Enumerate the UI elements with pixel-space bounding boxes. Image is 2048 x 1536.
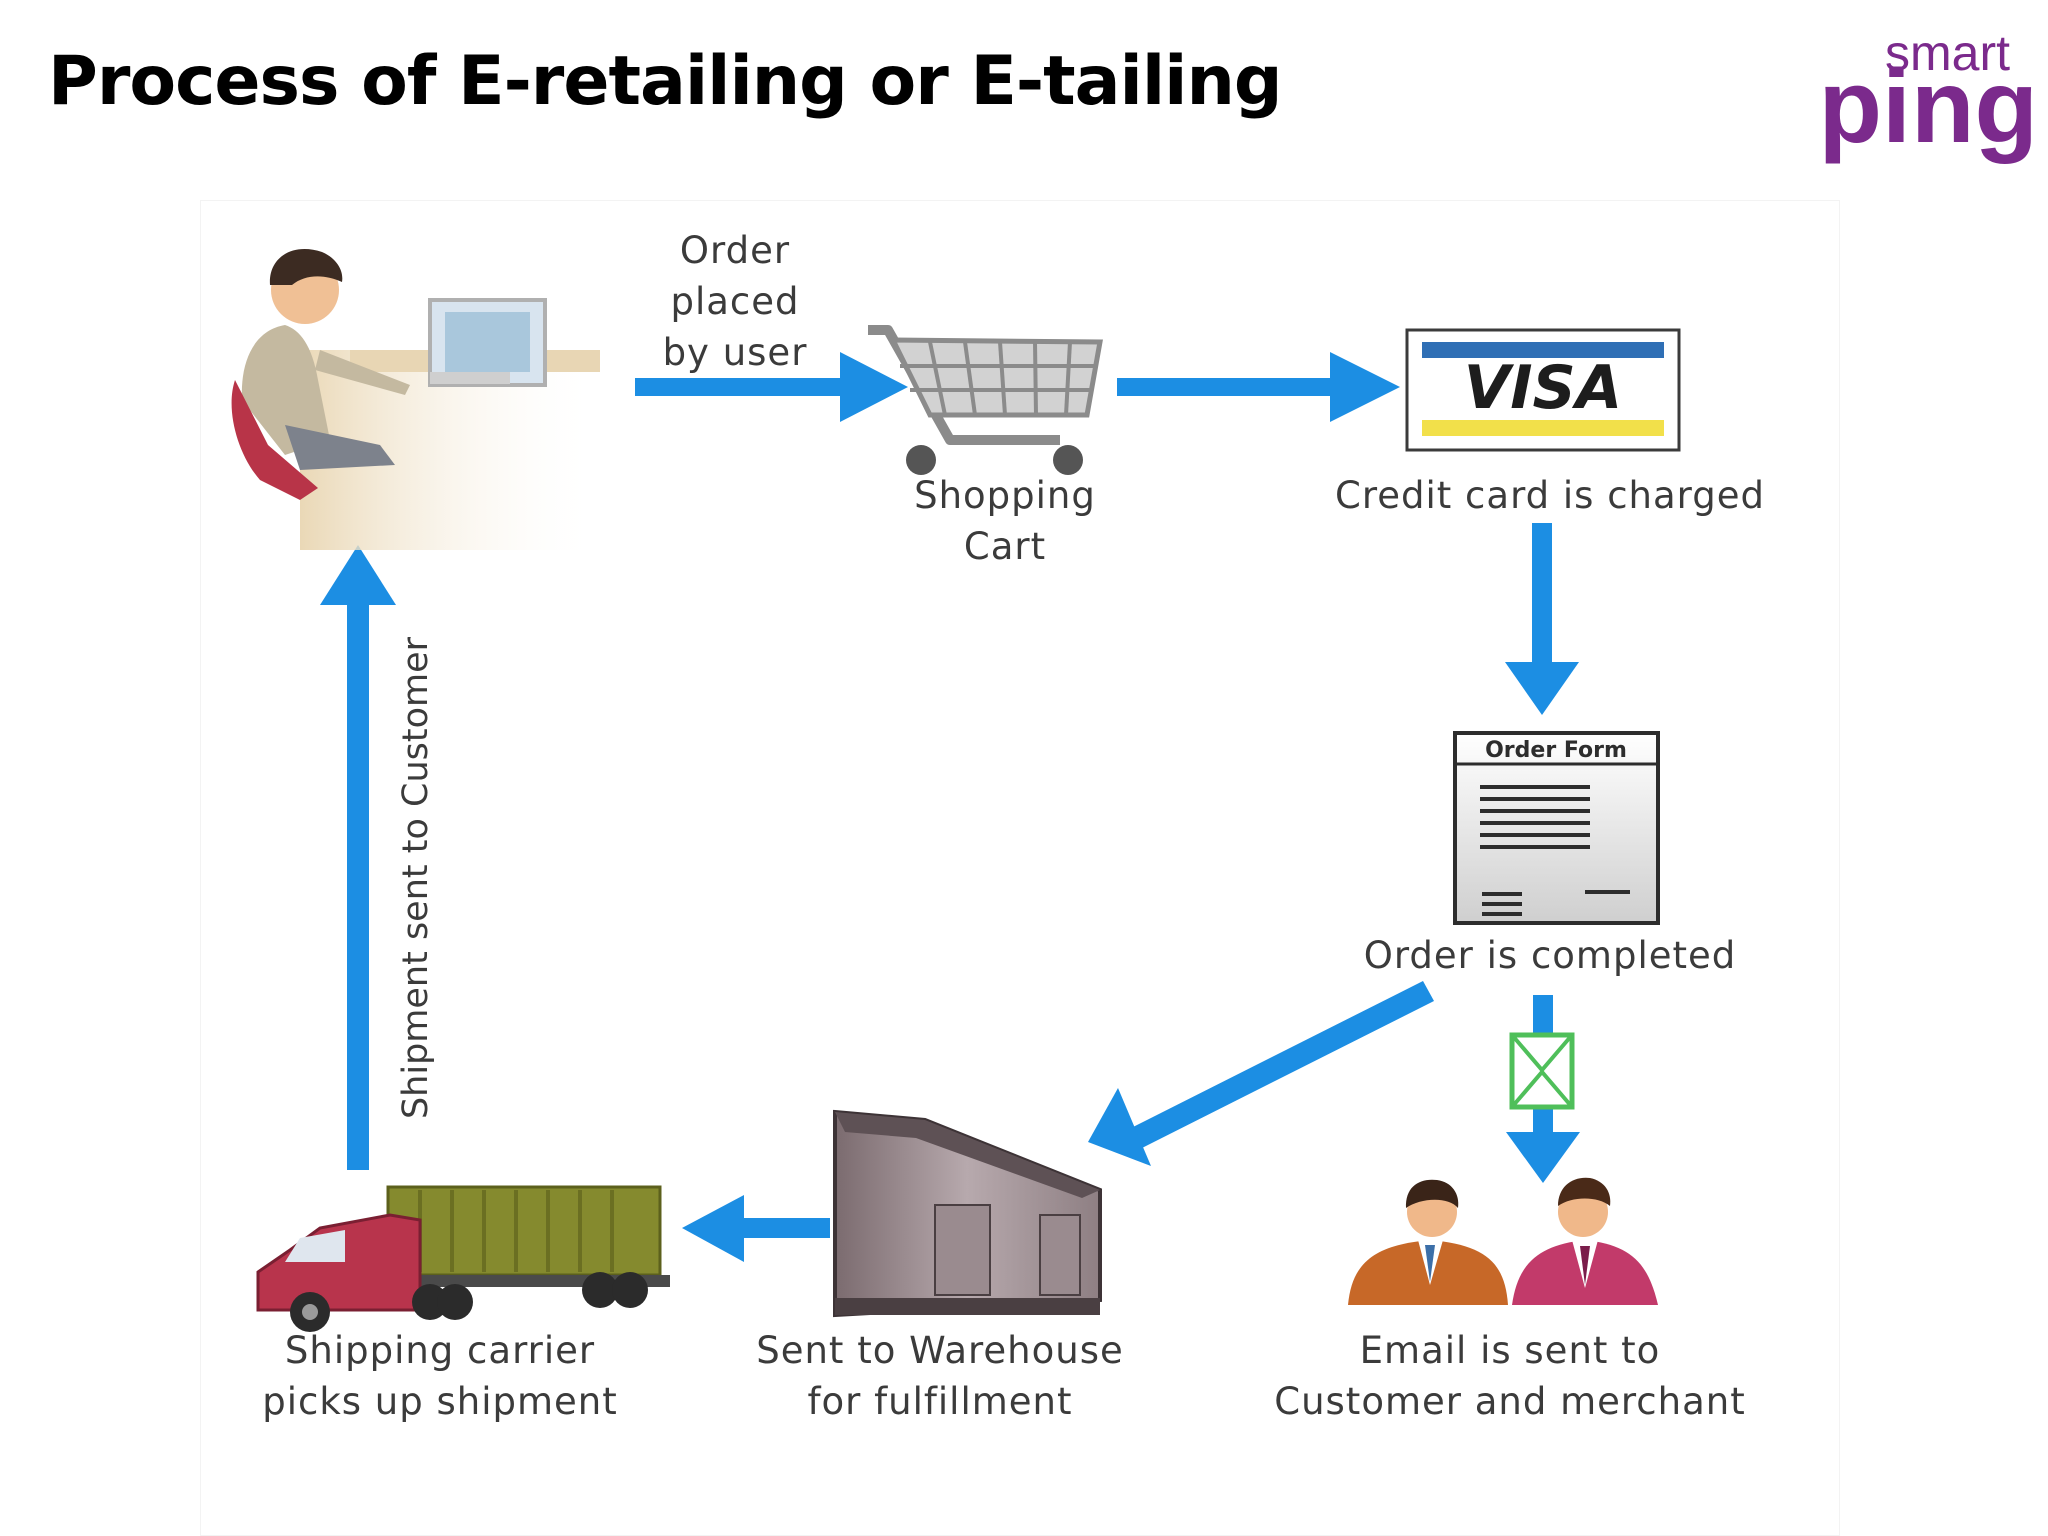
page-title: Process of E-retailing or E-tailing	[48, 42, 1283, 121]
smartping-logo: smart ping	[1819, 25, 2038, 165]
order-form-icon: Order Form	[1453, 731, 1660, 925]
label-order-placed: Order placed by user	[662, 229, 808, 374]
logo-top-word: smart	[1885, 25, 2010, 81]
arrow-form-to-warehouse	[1088, 981, 1434, 1166]
order-form-header: Order Form	[1485, 738, 1627, 763]
visa-card-icon: VISA	[1405, 328, 1681, 452]
label-shipment-sent: Shipment sent to Customer	[396, 636, 436, 1120]
arrow-visa-to-form	[1505, 523, 1579, 715]
logo-main-word: ping	[1819, 49, 2038, 165]
shopping-cart-icon	[868, 325, 1103, 475]
arrow-warehouse-to-truck	[682, 1195, 830, 1262]
warehouse-icon	[833, 1109, 1102, 1318]
label-shopping-cart: Shopping Cart	[914, 474, 1096, 568]
envelope-icon	[1509, 1032, 1575, 1110]
label-sent-to-warehouse: Sent to Warehouse for fulfillment	[756, 1329, 1124, 1423]
label-order-completed: Order is completed	[1363, 934, 1737, 977]
customer-merchant-icon	[1348, 1177, 1658, 1305]
arrow-truck-to-user	[320, 545, 396, 1170]
user-at-computer-icon	[231, 248, 600, 550]
truck-icon	[256, 1185, 670, 1332]
label-shipping-carrier: Shipping carrier picks up shipment	[262, 1329, 618, 1423]
label-email-sent: Email is sent to Customer and merchant	[1274, 1329, 1746, 1423]
arrow-user-to-cart	[635, 352, 908, 422]
arrow-cart-to-visa	[1117, 352, 1400, 422]
visa-text: VISA	[1464, 353, 1622, 423]
label-credit-card-charged: Credit card is charged	[1335, 474, 1765, 517]
